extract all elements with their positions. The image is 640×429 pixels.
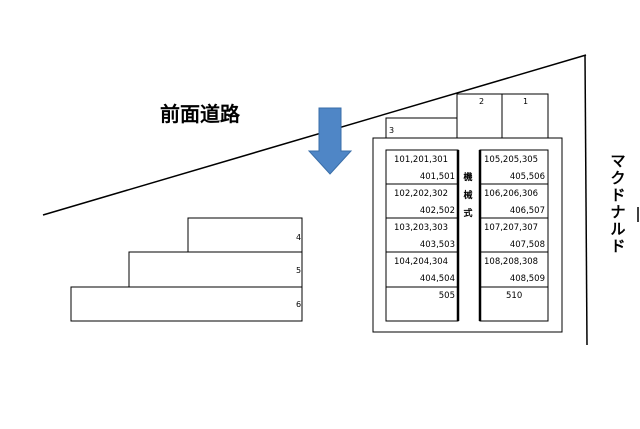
- side-label-char: ナ: [610, 203, 625, 221]
- side-label-char: ル: [610, 220, 625, 238]
- space-number-5: 5: [296, 266, 301, 275]
- unit-label: 101,201,301: [394, 155, 448, 165]
- unit-label: 407,508: [510, 240, 545, 250]
- parking-space-6: [70, 286, 303, 322]
- unit-label: 402,502: [420, 206, 455, 216]
- parking-space-3: [385, 117, 458, 139]
- mechanical-label-char-2: 械: [463, 189, 472, 201]
- side-label-char: マ: [610, 152, 625, 170]
- unit-label: 102,202,302: [394, 189, 448, 199]
- side-label-char: ド: [610, 237, 625, 255]
- mechanical-column-left: 101,201,301 401,501 102,202,302 402,502 …: [385, 149, 460, 322]
- unit-label: 401,501: [420, 172, 455, 182]
- space-number-4: 4: [296, 233, 301, 242]
- unit-label: 405,506: [510, 172, 545, 182]
- parking-space-5: [128, 251, 303, 288]
- unit-label: 104,204,304: [394, 257, 448, 267]
- parking-space-4: [187, 217, 303, 253]
- side-label-char: ク: [610, 169, 625, 187]
- unit-label: 107,207,307: [484, 223, 538, 233]
- unit-label: 103,203,303: [394, 223, 448, 233]
- mechanical-label: 機 械 式: [463, 171, 472, 219]
- space-number-6: 6: [296, 300, 301, 309]
- unit-label: 403,503: [420, 240, 455, 250]
- road-label: 前面道路: [160, 102, 241, 126]
- mechanical-column-right: 105,205,305 405,506 106,206,306 406,507 …: [478, 149, 549, 322]
- mechanical-parking-area: [372, 137, 563, 333]
- space-number-3: 3: [389, 126, 394, 135]
- unit-label: 106,206,306: [484, 189, 538, 199]
- road-edge-line: [42, 54, 587, 216]
- unit-label: 105,205,305: [484, 155, 538, 165]
- unit-label: 510: [506, 291, 522, 301]
- side-label-char: ド: [610, 186, 625, 204]
- space-number-2: 2: [479, 97, 484, 106]
- unit-label: 406,507: [510, 206, 545, 216]
- entrance-arrow-icon: [307, 107, 353, 175]
- unit-label: 408,509: [510, 274, 545, 284]
- property-boundary-line: [584, 54, 588, 346]
- space-number-1: 1: [523, 97, 528, 106]
- unit-label: 404,504: [420, 274, 455, 284]
- mechanical-label-char-3: 式: [463, 207, 472, 219]
- unit-label: 505: [439, 291, 455, 301]
- mechanical-label-char-1: 機: [463, 171, 472, 183]
- unit-label: 108,208,308: [484, 257, 538, 267]
